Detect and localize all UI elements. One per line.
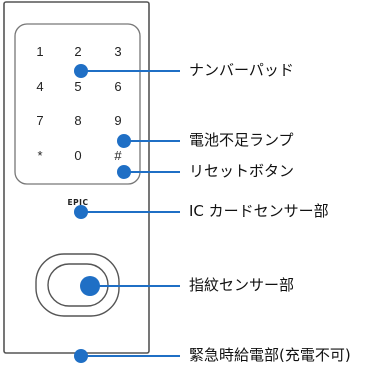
- dot-fingerprint: [80, 276, 100, 296]
- dot-low-battery: [117, 134, 131, 148]
- brand-logo: EPIC: [68, 198, 89, 207]
- label-number-pad: ナンバーパッド: [189, 61, 294, 79]
- key-7[interactable]: 7: [36, 113, 43, 128]
- keypad-panel: [14, 23, 141, 185]
- callout-lines: [81, 70, 180, 357]
- label-low-battery-lamp: 電池不足ランプ: [189, 131, 294, 149]
- label-ic-card-sensor: IC カードセンサー部: [189, 202, 329, 220]
- dot-number-pad: [74, 64, 88, 78]
- key-6[interactable]: 6: [114, 79, 121, 94]
- key-hash[interactable]: #: [114, 148, 122, 163]
- key-5[interactable]: 5: [74, 79, 81, 94]
- key-8[interactable]: 8: [74, 113, 81, 128]
- key-1[interactable]: 1: [36, 44, 43, 59]
- key-0[interactable]: 0: [74, 148, 81, 163]
- dot-ic-card: [74, 205, 88, 219]
- key-2[interactable]: 2: [74, 44, 81, 59]
- key-4[interactable]: 4: [36, 79, 43, 94]
- label-emergency-power: 緊急時給電部(充電不可): [189, 346, 351, 364]
- key-9[interactable]: 9: [114, 113, 121, 128]
- dot-emergency-power: [74, 349, 88, 363]
- dot-reset-button: [117, 165, 131, 179]
- key-3[interactable]: 3: [114, 44, 121, 59]
- label-reset-button: リセットボタン: [189, 162, 295, 180]
- label-fingerprint-sensor: 指紋センサー部: [189, 276, 295, 294]
- key-star[interactable]: *: [37, 148, 42, 163]
- keypad-keys: 1 2 3 4 5 6 7 8 9 * 0 #: [36, 44, 122, 163]
- callout-dots: [74, 64, 131, 363]
